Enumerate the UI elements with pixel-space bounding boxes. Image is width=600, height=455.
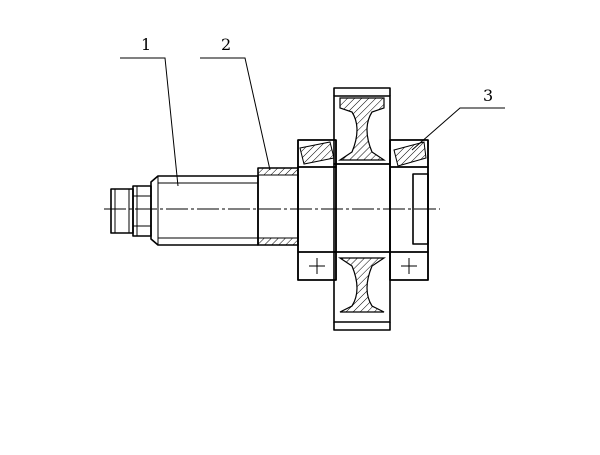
callout-label-2: 2 bbox=[221, 35, 231, 54]
right-bearing bbox=[389, 139, 429, 281]
leader-line-1 bbox=[120, 57, 179, 187]
callout-label-3: 3 bbox=[483, 86, 493, 105]
gear bbox=[333, 87, 391, 331]
leader-line-2 bbox=[200, 57, 271, 171]
callout-label-1: 1 bbox=[141, 35, 151, 54]
threaded-shaft bbox=[150, 175, 259, 246]
end-nut bbox=[110, 185, 152, 237]
left-bearing bbox=[297, 139, 337, 281]
leader-line-3 bbox=[411, 107, 505, 151]
sleeve bbox=[257, 167, 299, 246]
